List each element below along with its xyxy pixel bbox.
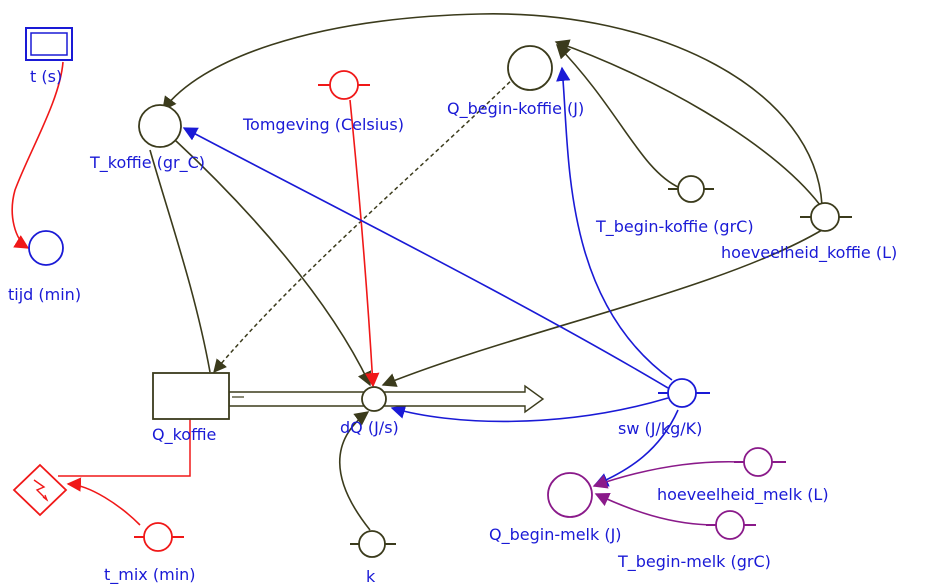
node-k[interactable]: k bbox=[350, 530, 396, 586]
label-t-s: t (s) bbox=[30, 67, 62, 86]
connectors bbox=[11, 13, 823, 531]
constant-circle bbox=[329, 70, 359, 100]
constant-circle bbox=[358, 530, 386, 558]
constant-circle bbox=[715, 510, 745, 540]
lightning-icon bbox=[33, 479, 48, 501]
variable-circle bbox=[28, 230, 64, 266]
node-t-begin-melk[interactable]: T_begin-melk (grC) bbox=[617, 510, 771, 572]
label-t-begin-koffie: T_begin-koffie (grC) bbox=[595, 217, 754, 237]
connector-sw-to-qbegin bbox=[556, 66, 673, 381]
connector-hoeveelheid-to-tkoffie bbox=[162, 13, 823, 206]
label-q-begin-melk: Q_begin-melk (J) bbox=[489, 525, 622, 545]
node-t-koffie[interactable]: T_koffie (gr_C) bbox=[89, 104, 205, 173]
label-t-koffie: T_koffie (gr_C) bbox=[89, 153, 205, 173]
connector-tbeginmelk-to-qbeginmelk bbox=[594, 493, 717, 526]
constant-circle bbox=[143, 522, 173, 552]
flow-valve-circle bbox=[361, 386, 387, 412]
variable-circle bbox=[547, 472, 593, 518]
connector-sw-to-tkoffie bbox=[182, 127, 669, 389]
node-sw[interactable]: sw (J/kg/K) bbox=[618, 378, 710, 438]
connector-hoeveelheid-to-dq bbox=[381, 229, 823, 387]
label-tijd-min: tijd (min) bbox=[8, 285, 81, 304]
node-q-koffie[interactable]: Q_koffie bbox=[152, 372, 230, 445]
variable-circle bbox=[507, 45, 553, 91]
connector-sw-to-dq bbox=[390, 397, 669, 423]
constant-circle bbox=[677, 175, 705, 203]
connector-qkoffie-to-tkoffie bbox=[149, 149, 211, 373]
label-t-begin-melk: T_begin-melk (grC) bbox=[617, 552, 771, 572]
connector-hoeveelheid-to-qbegin bbox=[554, 39, 821, 206]
connector-tkoffie-to-dq bbox=[174, 139, 371, 387]
label-hoeveelheid-melk: hoeveelheid_melk (L) bbox=[657, 485, 829, 505]
constant-circle bbox=[743, 447, 773, 477]
constant-circle bbox=[667, 378, 697, 408]
node-tijd-min[interactable]: tijd (min) bbox=[8, 230, 81, 304]
connector-hoeveelheidmelk-to-qbeginmelk bbox=[592, 460, 743, 489]
node-t-mix[interactable]: t_mix (min) bbox=[104, 522, 196, 585]
timer-box-inner bbox=[30, 32, 68, 56]
node-tomgeving[interactable]: Tomgeving (Celsius) bbox=[242, 70, 404, 134]
node-t-begin-koffie[interactable]: T_begin-koffie (grC) bbox=[595, 175, 754, 237]
stock-box bbox=[152, 372, 230, 420]
connector-tbegin-to-qbegin bbox=[555, 43, 681, 189]
node-event-trigger[interactable] bbox=[12, 463, 68, 517]
connector-tomgeving-to-dq bbox=[349, 99, 380, 388]
label-q-begin-koffie: Q_begin-koffie (J) bbox=[447, 99, 584, 119]
constant-circle bbox=[810, 202, 840, 232]
label-k: k bbox=[366, 567, 376, 586]
node-hoeveelheid-melk[interactable]: hoeveelheid_melk (L) bbox=[657, 447, 829, 505]
node-q-begin-koffie[interactable]: Q_begin-koffie (J) bbox=[447, 45, 584, 119]
variable-circle bbox=[138, 104, 182, 148]
node-t-s[interactable]: t (s) bbox=[25, 27, 73, 86]
connector-event-to-qkoffie bbox=[58, 420, 191, 477]
event-diamond bbox=[12, 463, 68, 517]
label-dq: dQ (J/s) bbox=[340, 418, 399, 437]
label-q-koffie: Q_koffie bbox=[152, 425, 216, 445]
node-hoeveelheid-koffie[interactable]: hoeveelheid_koffie (L) bbox=[721, 202, 897, 263]
connector-ts-to-tijd bbox=[11, 61, 64, 249]
label-t-mix: t_mix (min) bbox=[104, 565, 196, 585]
lightning-icon-tip bbox=[42, 494, 49, 502]
label-tomgeving: Tomgeving (Celsius) bbox=[242, 115, 404, 134]
connector-k-to-dq bbox=[339, 411, 371, 531]
node-q-begin-melk[interactable]: Q_begin-melk (J) bbox=[489, 472, 622, 545]
connector-tmix-to-event bbox=[66, 477, 141, 526]
node-dq[interactable]: dQ (J/s) bbox=[340, 386, 399, 437]
label-sw: sw (J/kg/K) bbox=[618, 419, 702, 438]
label-hoeveelheid-koffie: hoeveelheid_koffie (L) bbox=[721, 243, 897, 263]
